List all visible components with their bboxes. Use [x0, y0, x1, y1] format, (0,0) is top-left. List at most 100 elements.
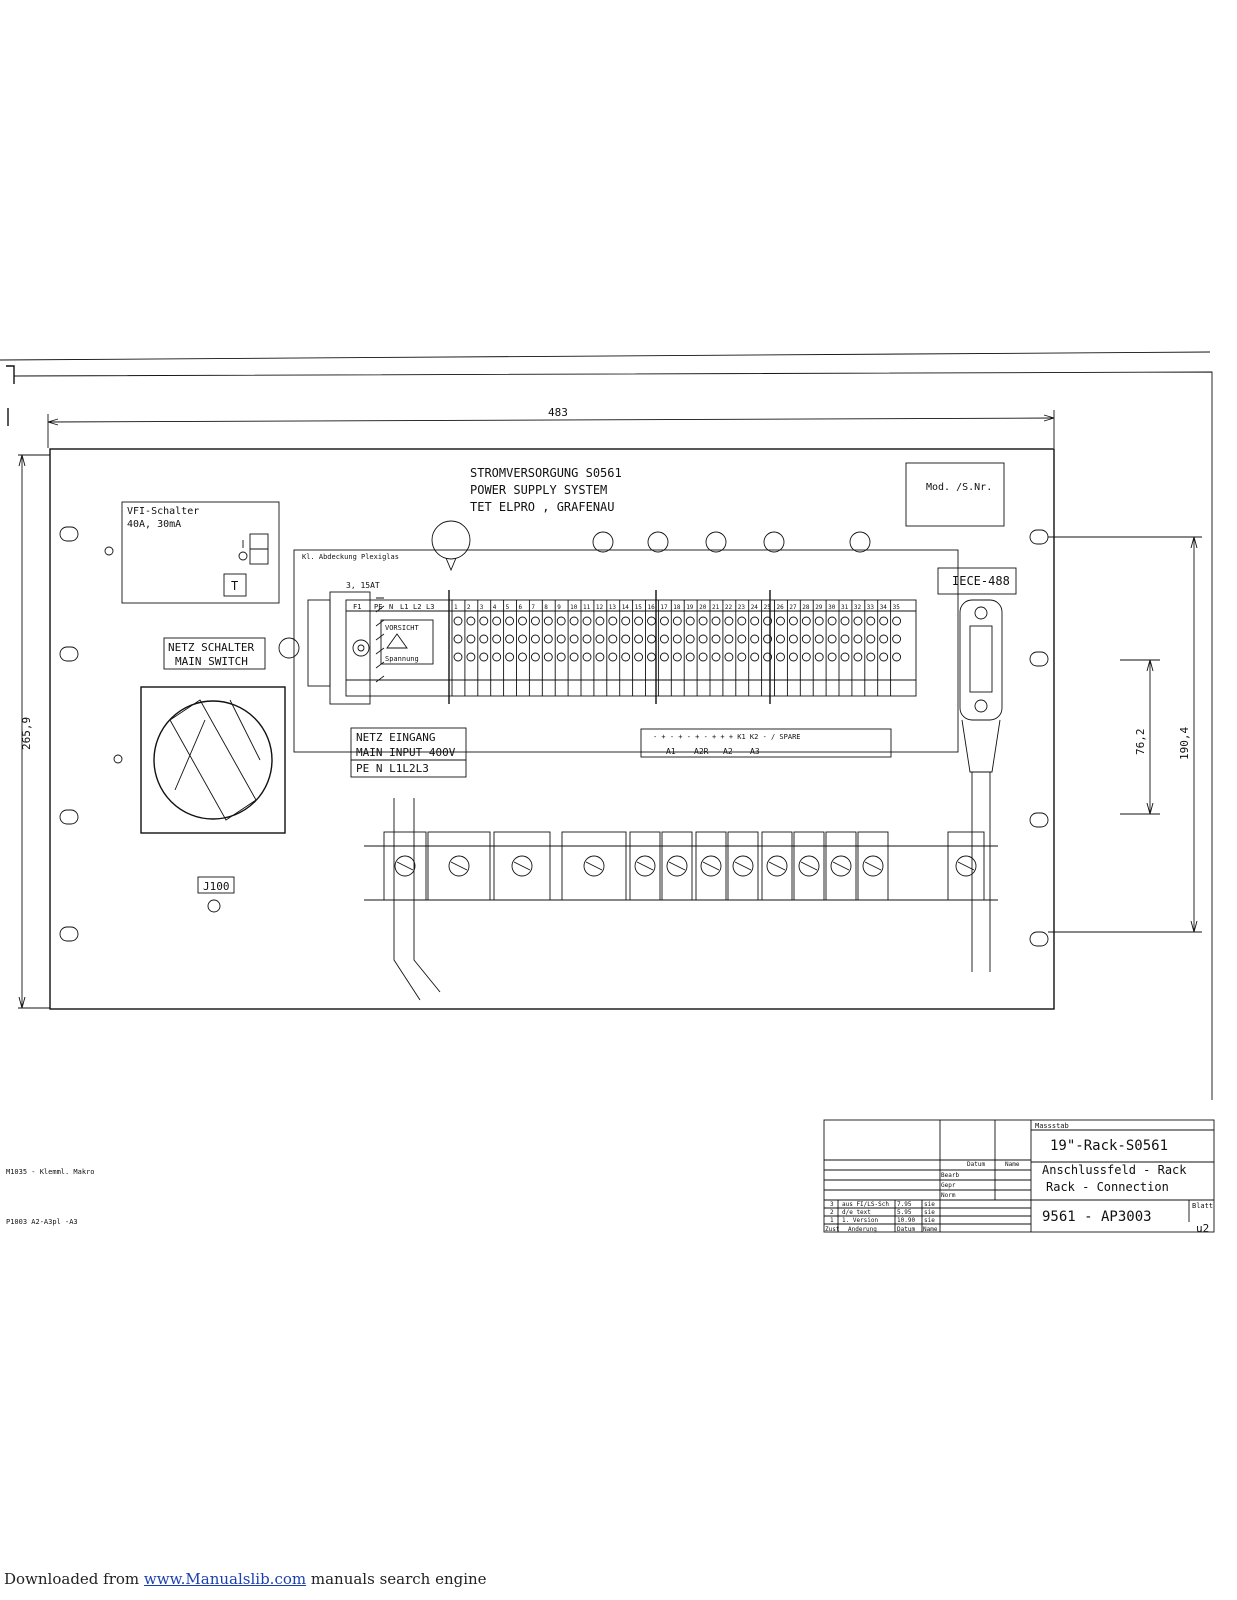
rev-1-date: 10.90 [897, 1217, 915, 1224]
terminal-screw-icon [685, 652, 695, 662]
terminal-screw-icon [647, 634, 656, 644]
terminal-head-f1: F1 [353, 603, 361, 611]
terminal-screw-icon [892, 634, 902, 644]
terminal-screw-icon [659, 652, 669, 662]
clamp-screw-icon [448, 855, 470, 877]
dim-spacing1-label: 76,2 [1134, 729, 1147, 756]
terminal-screw-icon [634, 652, 644, 662]
terminal-screw-icon [840, 616, 850, 626]
terminal-number: 6 [519, 604, 523, 611]
terminal-number: 5 [506, 604, 510, 611]
signal-row-box [640, 728, 892, 758]
clamp-slot [450, 861, 468, 871]
terminal-number: 28 [802, 604, 810, 611]
input-connector [307, 591, 385, 705]
cable-clamp [383, 831, 427, 901]
terminal-screw-icon [530, 652, 540, 662]
terminal-number: 19 [686, 604, 694, 611]
footer-prefix: Downloaded from [4, 1570, 144, 1588]
plexiglass-cover [293, 549, 959, 753]
terminal-screw-icon [453, 652, 463, 662]
terminal-screw-icon [518, 634, 527, 644]
terminal-screw-icon [866, 634, 876, 644]
terminal-number: 16 [648, 604, 656, 611]
rev-footer-datum: Datum [897, 1226, 915, 1233]
terminal-screw-icon [582, 652, 592, 662]
warning-triangle-icon [386, 633, 408, 649]
terminal-screw-icon [788, 616, 798, 626]
terminal-screw-icon [543, 616, 553, 626]
rev-3-idx: 3 [830, 1201, 834, 1208]
rev-footer-name: Name [923, 1226, 938, 1233]
terminal-screw-icon [466, 634, 476, 644]
terminal-number: 18 [673, 604, 681, 611]
terminal-screw-icon [647, 652, 656, 662]
terminal-screw-icon [569, 634, 579, 644]
terminal-screw-icon [634, 634, 644, 644]
terminal-screw-icon [595, 634, 605, 644]
terminal-number: 29 [815, 604, 823, 611]
terminal-screw-icon [608, 634, 618, 644]
j100-connector [207, 899, 221, 913]
terminal-number: 22 [725, 604, 733, 611]
dimension-height: 265,9 [18, 454, 50, 1009]
main-input-label [350, 727, 467, 778]
signal-row-top: - + - + - + - + + + K1 K2 - / SPARE [653, 733, 801, 741]
terminal-screw-icon [853, 616, 863, 626]
sheet-top-edge [0, 351, 1211, 361]
scale-label: Massstab [1035, 1122, 1069, 1130]
terminal-screw-icon [750, 634, 760, 644]
dimension-width: 483 [47, 406, 1055, 448]
terminal-screw-icon [556, 616, 566, 626]
cable-clamp [661, 831, 693, 901]
terminal-screw-icon [647, 616, 656, 626]
clamp-slot [832, 861, 850, 871]
col-name: Name [1005, 1161, 1020, 1168]
terminal-screw-icon [672, 652, 682, 662]
terminal-number: 25 [764, 604, 772, 611]
terminal-screw-icon [879, 652, 889, 662]
terminal-screw-icon [892, 616, 902, 626]
terminal-screw-icon [840, 634, 850, 644]
vfi-switch: VFI-Schalter 40A, 30mA T [121, 501, 280, 604]
terminal-screw-icon [492, 652, 502, 662]
corner-mark-top [6, 365, 15, 384]
terminal-screw-icon [595, 616, 605, 626]
cable-clamp [825, 831, 857, 901]
terminal-screw-icon [827, 634, 837, 644]
terminal-screw-icon [801, 616, 811, 626]
rev-2-text: d/e text [842, 1209, 871, 1216]
terminal-screw-icon [672, 616, 682, 626]
terminal-screw-icon [582, 616, 592, 626]
rev-2-idx: 2 [830, 1209, 834, 1216]
terminal-screw-icon [698, 616, 708, 626]
terminal-number: 7 [531, 604, 535, 611]
cable-clamp [629, 831, 661, 901]
terminal-number: 14 [622, 604, 630, 611]
main-switch-knob [278, 637, 300, 659]
main-input-line-2: MAIN INPUT 400V [356, 746, 456, 759]
terminal-screw-icon [801, 652, 811, 662]
manualslib-link[interactable]: www.Manualslib.com [143, 1570, 307, 1588]
terminal-number: 17 [660, 604, 668, 611]
terminal-screw-icon [776, 634, 785, 644]
clamp-screw-icon [798, 855, 820, 877]
rev-footer-zust: Zust [825, 1226, 840, 1233]
terminal-screw-icon [840, 652, 850, 662]
terminal-screw-icon [698, 634, 708, 644]
vfi-line-1: VFI-Schalter [127, 506, 199, 517]
iece-label-box [937, 567, 1017, 595]
rev-2-date: 5.95 [897, 1209, 912, 1216]
caution-line-1: VORSICHT [385, 624, 420, 632]
terminal-screw-icon [737, 634, 747, 644]
cable-clamp [793, 831, 825, 901]
terminal-screw-icon [582, 634, 592, 644]
rev-3-text: aus FI/LS-Sch [842, 1201, 889, 1208]
vfi-line-2: 40A, 30mA [127, 519, 181, 530]
clamp-screw-icon [732, 855, 754, 877]
clamp-screw-icon [634, 855, 656, 877]
terminal-screw-icon [608, 652, 618, 662]
clamp-screw-icon [700, 855, 722, 877]
rev-1-name: sie [924, 1217, 935, 1224]
